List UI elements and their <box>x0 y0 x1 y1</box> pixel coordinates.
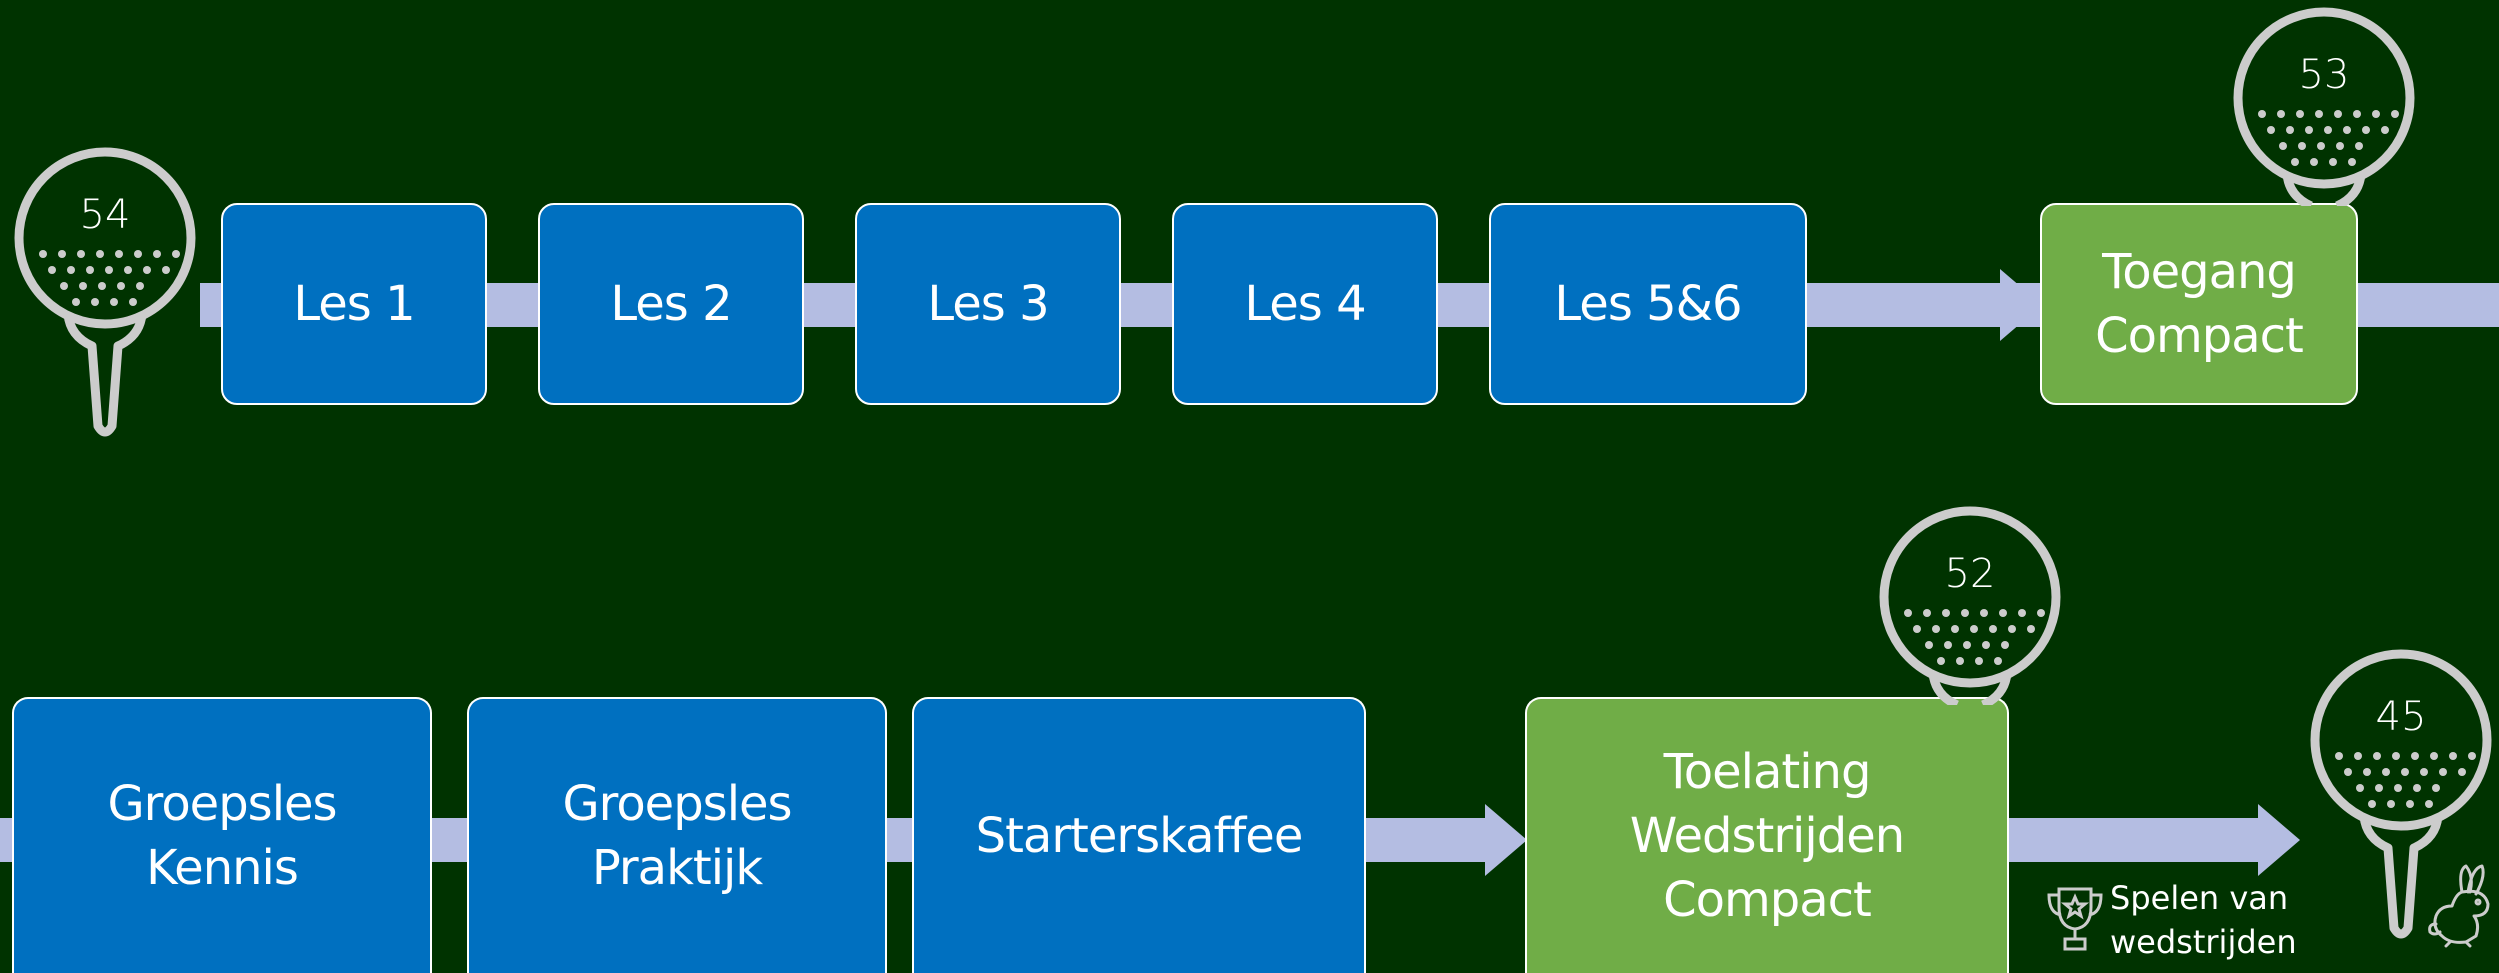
rabbit-icon <box>2428 864 2490 948</box>
handicap-end: 45 <box>2375 694 2427 740</box>
step-groepsles-praktijk: Groepsles Praktijk <box>467 697 887 973</box>
golf-tee-ball-icon: 45 <box>2306 648 2496 948</box>
arrow-to-toelating <box>1485 804 1527 876</box>
step-les-3: Les 3 <box>855 203 1121 405</box>
milestone-toelating-wedstrijden-compact: Toelating Wedstrijden Compact <box>1525 697 2009 973</box>
step-les-4: Les 4 <box>1172 203 1438 405</box>
caption-spelen-van-wedstrijden: Spelen van wedstrijden <box>2110 879 2297 961</box>
connector-row2-tail <box>2005 818 2260 862</box>
handicap-start: 54 <box>79 192 131 238</box>
milestone-toegang-compact: Toegang Compact <box>2040 203 2358 405</box>
handicap-after-toegang: 53 <box>2298 52 2350 98</box>
golf-tee-ball-icon: 52 <box>1875 505 2065 705</box>
step-les-1: Les 1 <box>221 203 487 405</box>
trophy-icon <box>2047 887 2103 951</box>
step-les-2: Les 2 <box>538 203 804 405</box>
step-starterskaffee: Starterskaffee <box>912 697 1366 973</box>
golf-tee-ball-icon: 54 <box>10 146 200 446</box>
arrow-to-end <box>2258 804 2300 876</box>
golf-tee-ball-icon: 53 <box>2229 6 2419 206</box>
connector-row1-tail <box>2355 283 2499 327</box>
arrow-to-toegang <box>2000 269 2042 341</box>
step-groepsles-kennis: Groepsles Kennis <box>12 697 432 973</box>
step-les-5-6: Les 5&6 <box>1489 203 1807 405</box>
handicap-after-toelating: 52 <box>1944 551 1996 597</box>
